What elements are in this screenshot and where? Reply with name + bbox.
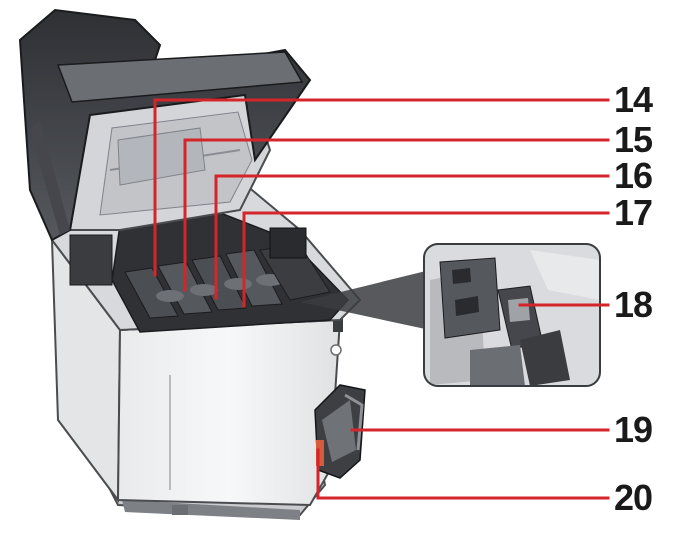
leader-line-14 [153, 98, 610, 277]
leader-line-16 [214, 174, 610, 300]
printer-base-foot [122, 500, 300, 520]
base-label [172, 505, 188, 515]
callout-16: 16 [614, 155, 653, 196]
leader-line-15 [183, 138, 610, 292]
callout-18: 18 [614, 284, 653, 325]
callout-19: 19 [614, 409, 653, 450]
power-indicator [330, 344, 342, 356]
callout-14: 14 [614, 79, 653, 120]
waste-toner-box [314, 384, 366, 479]
callout-20: 20 [614, 477, 653, 518]
printer-body-front [116, 318, 342, 507]
zoom-beam [300, 270, 430, 330]
callout-15: 15 [614, 119, 653, 160]
detail-inset [423, 243, 601, 387]
front-slot [333, 318, 343, 332]
callout-17: 17 [614, 192, 653, 233]
leader-line-17 [242, 211, 610, 308]
leader-line-20 [316, 448, 610, 500]
leader-lines [153, 98, 610, 500]
toner-cartridges [124, 227, 331, 319]
